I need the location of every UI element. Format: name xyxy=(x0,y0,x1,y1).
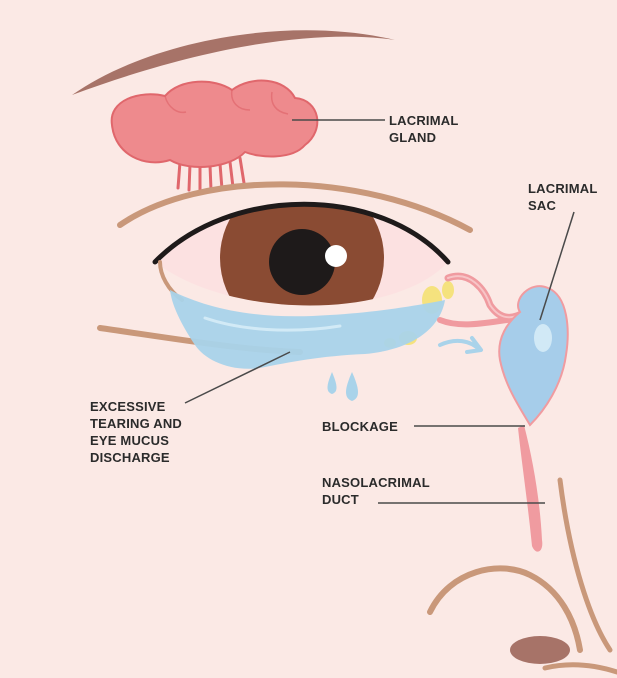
pupil xyxy=(269,229,335,295)
label-nasolacrimal-duct: NASOLACRIMAL DUCT xyxy=(322,474,430,508)
label-excessive-tearing: EXCESSIVE TEARING AND EYE MUCUS DISCHARG… xyxy=(90,398,182,466)
label-blockage: BLOCKAGE xyxy=(322,418,398,435)
label-lacrimal-sac: LACRIMAL SAC xyxy=(528,180,597,214)
catchlight xyxy=(325,245,347,267)
label-lacrimal-gland: LACRIMAL GLAND xyxy=(389,112,458,146)
nostril xyxy=(510,636,570,664)
